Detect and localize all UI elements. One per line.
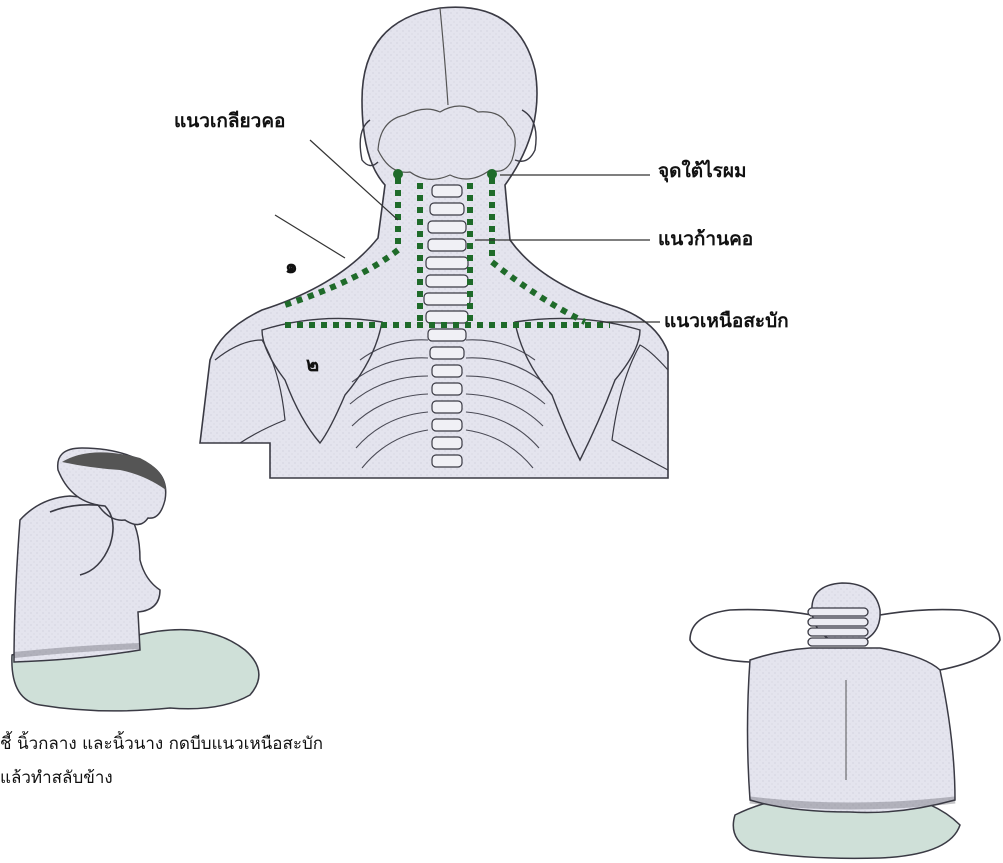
back-figure-torso <box>748 648 956 813</box>
seated-figure-side <box>12 448 259 711</box>
label-hairline-point: จุดใต้ไรผม <box>658 162 747 181</box>
hairline-point-left <box>393 169 403 179</box>
caption-line-1: ชี้ นิ้วกลาง และนิ้วนาง กดบีบแนวเหนือสะบ… <box>0 736 323 753</box>
hairline-point-right <box>487 169 497 179</box>
marker-2: ๒ <box>306 354 319 374</box>
caption-line-2: แล้วทำสลับข้าง <box>0 770 113 787</box>
marker-1: ๑ <box>285 256 298 276</box>
label-above-scapula-line: แนวเหนือสะบัก <box>664 312 789 331</box>
label-neck-stem-line: แนวก้านคอ <box>658 230 753 249</box>
neck-shoulder-figure <box>200 7 668 478</box>
seated-figure-back <box>690 583 1000 858</box>
label-neck-side-line: แนวเกลียวคอ <box>174 112 285 131</box>
